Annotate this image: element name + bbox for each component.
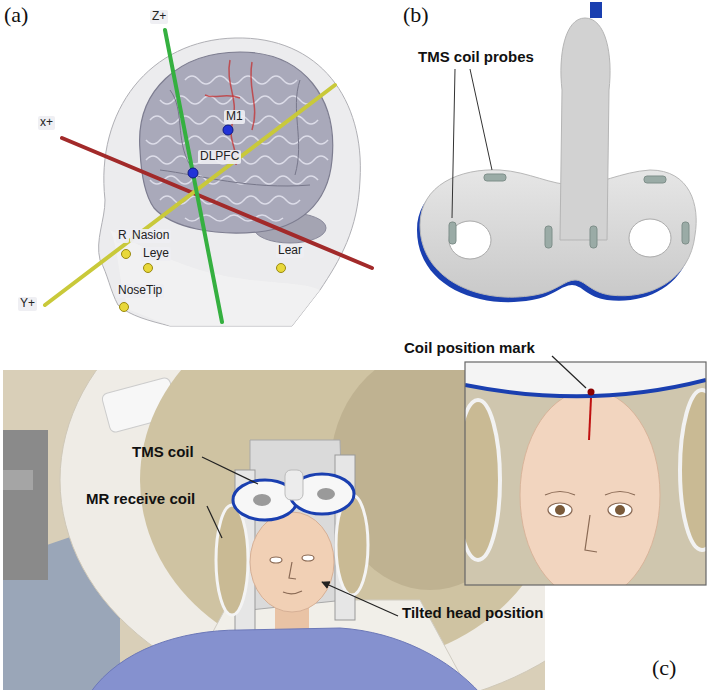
mr-receive-coil [216,505,248,615]
coordinate-axes [45,30,372,322]
axis-label: Z+ [150,10,168,24]
tms-coil [285,470,303,500]
mr-receive-coil [465,400,500,560]
y-axis [45,85,335,305]
x-axis [62,138,372,268]
axis-label: x+ [38,116,55,130]
face [555,505,565,515]
coil-body [420,170,696,297]
tms-coil [465,362,706,396]
tms-coil-model [417,2,696,302]
z-axis [165,30,222,322]
face [270,557,282,563]
motor-sulcus [205,95,240,98]
target-label: DLPFC [198,150,241,164]
brain-sulci [295,80,300,175]
mr-receive-coil [680,390,706,550]
coil-handle [560,18,610,240]
landmark-label: Nasion [130,229,171,243]
target-points [223,125,233,135]
coil-probe [682,222,689,244]
face [545,492,635,553]
leader-line [207,506,222,538]
coil-probe [449,222,456,244]
inset-view [465,362,706,585]
callout-label: TMS coil probes [418,48,534,65]
callout-label: MR receive coil [86,490,195,507]
callout-label: Tilted head position [402,604,543,621]
brain-surface [140,52,333,233]
brain-gyri [146,136,328,144]
face [585,515,597,552]
landmark-label: NoseTip [116,284,164,298]
handle-tip [590,2,602,18]
inset-border [465,362,706,585]
landmark-label: Lear [276,244,304,258]
leader-line [470,69,492,170]
brain-gyri [150,176,318,184]
coil-hole [449,221,491,259]
landmark-points [122,250,131,259]
panel-letter: (b) [403,2,429,27]
panel-letter: (c) [652,655,676,680]
brain-sulci [160,80,310,186]
shirt [90,628,480,690]
coil-probe [484,174,506,181]
coil-probe [590,226,597,248]
leader-line [202,457,258,484]
callout-label: Coil position mark [404,339,535,356]
axis-label: Y+ [18,297,37,311]
panel-letter: (a) [4,2,28,27]
motor-sulcus [251,62,255,130]
head [520,390,660,585]
coil-probe [449,174,689,248]
leader-line [322,582,398,616]
tms-coil [233,470,354,520]
head-model [99,38,361,326]
head-outline [99,38,361,326]
face [545,492,575,496]
face [608,503,632,517]
leader-line [452,69,492,218]
position-mark [589,398,591,440]
callout-label: TMS coil [132,443,194,460]
landmark-points [144,264,153,273]
face [615,505,625,515]
coil-hole [629,219,671,257]
face [302,555,314,561]
target-label: M1 [224,110,245,124]
head [250,512,334,612]
cabinet [3,470,33,490]
position-mark [588,389,595,396]
cabinet [3,430,48,580]
face [270,555,314,594]
leader-line [202,457,398,616]
target-points [188,168,198,178]
coil-probe [644,176,666,183]
face [605,492,635,496]
brain-sulci [160,170,310,186]
coil-probe [545,226,552,248]
leader-line [452,69,455,218]
face [548,503,572,517]
brain-gyri [185,76,297,84]
tms-coil [317,488,335,500]
leader-line [552,356,586,388]
landmark-label: R [116,229,129,243]
landmark-label: Leye [141,247,171,261]
landmark-points [120,303,129,312]
face [289,562,296,579]
brain-gyri [146,76,328,221]
scanner-housing [60,370,545,690]
brain-gyri [160,96,314,104]
tms-coil [253,494,271,506]
landmark-points [277,264,286,273]
face [283,591,302,594]
scanner-scene [3,370,545,690]
